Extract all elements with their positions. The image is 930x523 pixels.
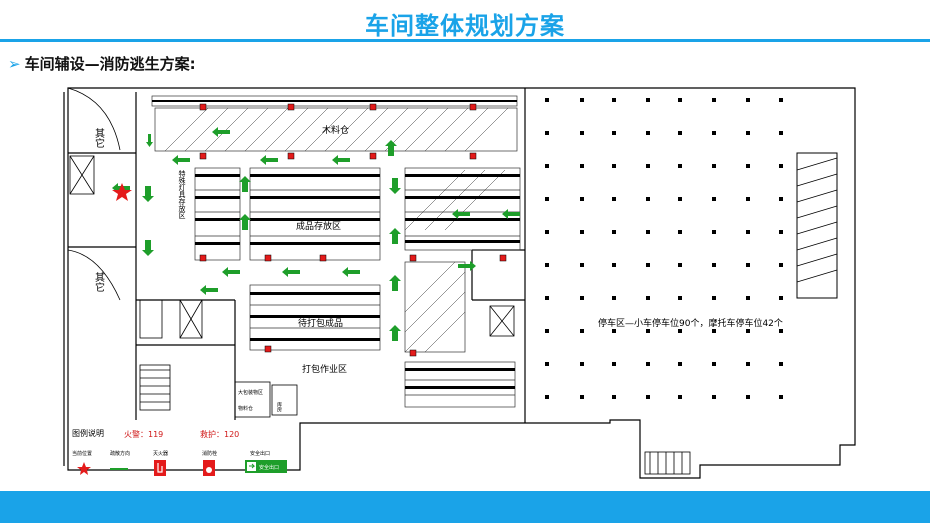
area-label-office3: 库房 xyxy=(276,401,282,413)
area-label-other-top: 其它 xyxy=(93,128,105,148)
extinguisher-icon xyxy=(154,460,166,476)
evacuation-arrows xyxy=(112,127,520,341)
bullet-arrow-icon: ➢ xyxy=(8,55,21,73)
rescue-phone: 救护：120 xyxy=(200,429,239,439)
parking-columns xyxy=(545,98,783,399)
legend-item-hydrant: 消防栓 xyxy=(202,450,217,457)
legend-item-current-location: 当前位置 xyxy=(72,450,92,457)
legend-item-extinguisher: 灭火器 xyxy=(153,451,168,457)
stair-cores xyxy=(69,155,691,475)
area-label-finished-storage: 成品存放区 xyxy=(296,220,341,232)
storage-racks xyxy=(151,95,521,408)
fire-phone: 火警：119 xyxy=(124,429,163,439)
area-label-to-pack: 待打包成品 xyxy=(298,317,343,329)
building-outline xyxy=(63,87,856,479)
legend-item-exit: 安全出口 xyxy=(250,450,270,457)
footer-bar xyxy=(0,491,930,523)
area-label-parking: 停车区—小车停车位90个，摩托车停车位42个 xyxy=(598,317,783,329)
page-title: 车间整体规划方案 xyxy=(365,12,565,40)
area-label-other-mid: 其它 xyxy=(93,272,105,292)
area-label-side-storage: 特殊灯具存放区 xyxy=(178,169,186,219)
area-label-wood-storage: 木料仓 xyxy=(322,124,349,136)
legend: 图例说明 火警：119 救护：120 当前位置 疏散方向 灭火器 消防栓 安全出… xyxy=(72,428,287,476)
ramp xyxy=(796,152,838,299)
area-label-office2: 物料仓 xyxy=(238,405,253,412)
extinguisher-markers xyxy=(199,103,507,357)
section-heading: ➢车间辅设—消防逃生方案: xyxy=(8,53,196,74)
legend-title: 图例说明 xyxy=(72,428,104,438)
current-location-star-icon xyxy=(112,183,132,201)
area-label-packing: 打包作业区 xyxy=(302,363,347,375)
title-divider xyxy=(0,39,930,42)
area-label-office1: 大包装物区 xyxy=(238,389,263,396)
legend-arrow-icon xyxy=(110,468,128,470)
rack-bays xyxy=(152,100,520,389)
legend-star-icon xyxy=(77,462,91,475)
section-heading-text: 车间辅设—消防逃生方案: xyxy=(24,55,196,73)
legend-item-evacuation: 疏散方向 xyxy=(110,450,130,457)
exit-sign-text: 安全出口 xyxy=(259,464,279,471)
